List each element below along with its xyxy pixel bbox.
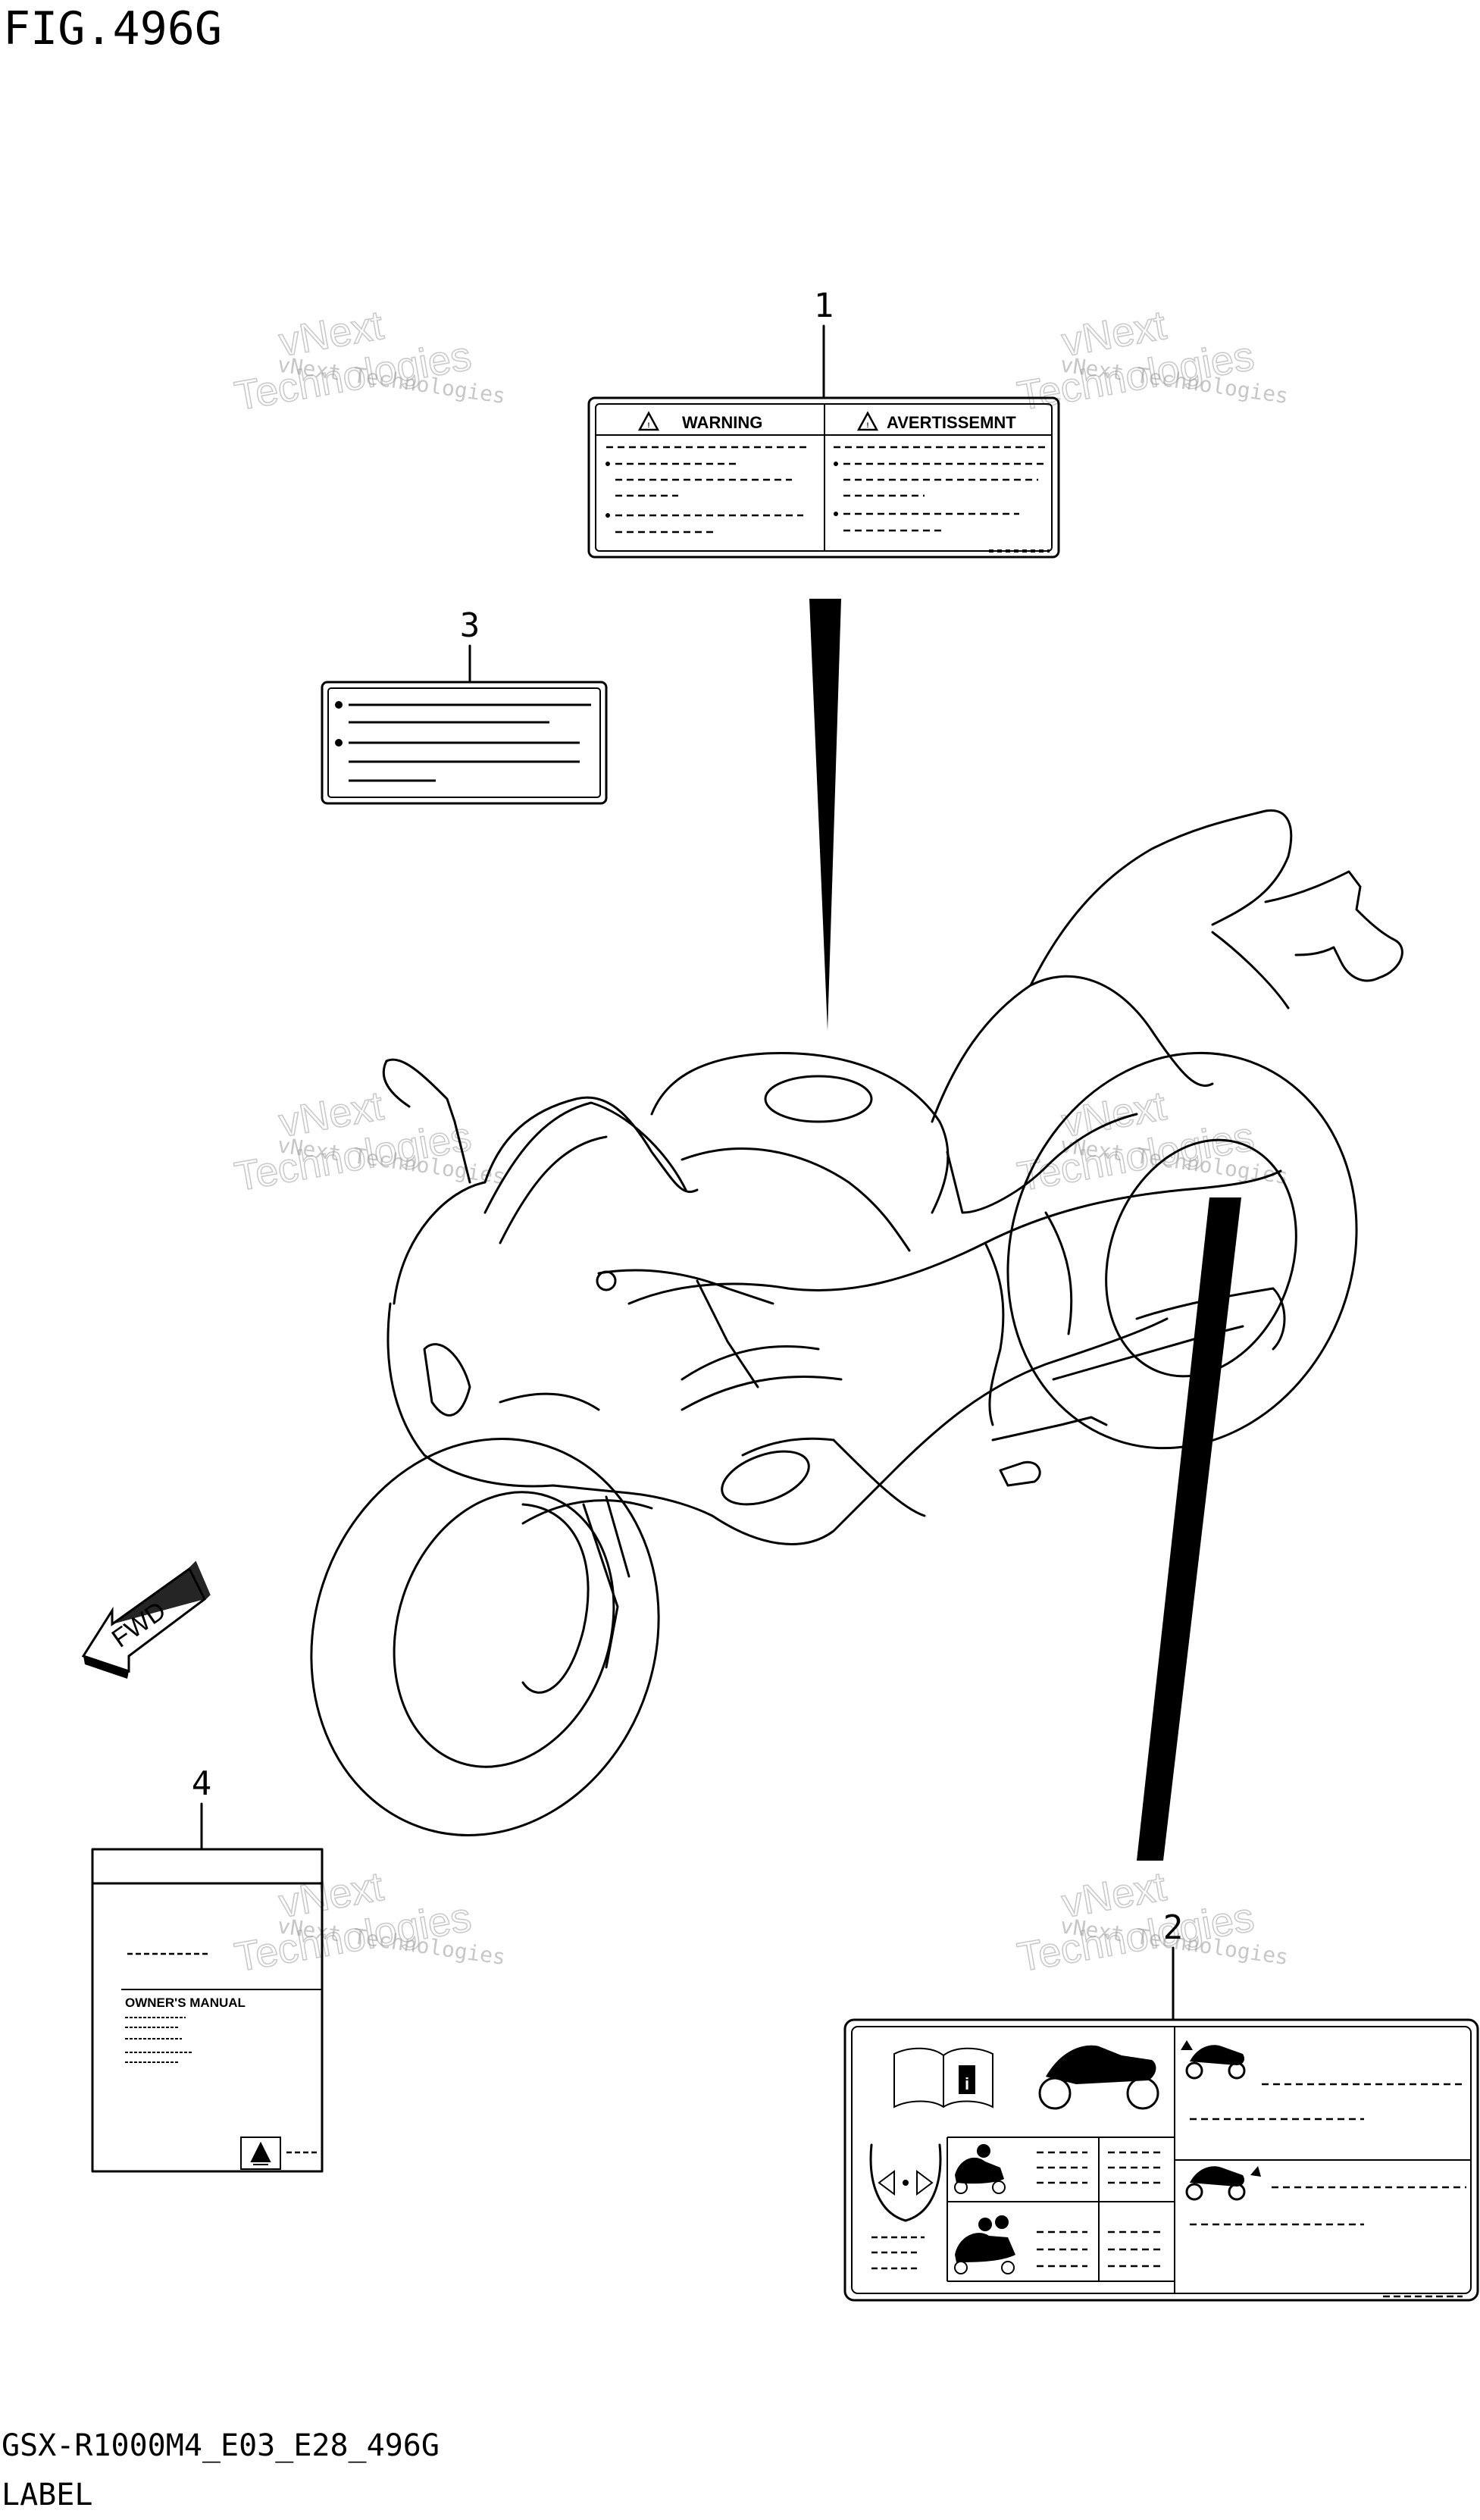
figure-title: FIG.496G xyxy=(3,2,222,55)
warning-heading: WARNING xyxy=(682,413,762,432)
tire-information-label[interactable]: i xyxy=(843,2018,1479,2302)
model-code: GSX-R1000M4_E03_E28_496G xyxy=(2,2428,440,2463)
callout-number-1: 1 xyxy=(814,286,834,325)
callout-number-3: 3 xyxy=(460,606,480,645)
callout-4[interactable]: 4 xyxy=(192,1764,212,1851)
watermark-group: vNext Technologies vNext Technologies vN… xyxy=(230,302,1290,1981)
diagram-caption: LABEL xyxy=(2,2478,92,2512)
warning-label[interactable]: ! WARNING ! AVERTISSEMNT xyxy=(587,396,1060,559)
svg-text:i: i xyxy=(965,2074,969,2093)
tandem-riders-icon xyxy=(954,2215,1015,2274)
leader-wedge-1 xyxy=(809,599,841,1031)
front-tire-motorcycle-icon xyxy=(1181,2040,1246,2080)
warning-triangle-icon xyxy=(856,411,879,431)
avertissement-heading: AVERTISSEMNT xyxy=(887,413,1016,432)
svg-text:!: ! xyxy=(648,421,650,429)
warning-triangle-icon xyxy=(637,411,660,431)
callout-1[interactable]: 1 xyxy=(809,286,841,1031)
callout-number-2: 2 xyxy=(1163,1908,1184,1947)
tire-pressure-icon xyxy=(869,2143,942,2222)
forward-direction-arrow: FWD xyxy=(81,1561,211,1679)
info-label[interactable] xyxy=(321,681,608,805)
brand-logo-icon xyxy=(250,2141,271,2165)
rear-tire-motorcycle-icon xyxy=(1185,2166,1261,2201)
solo-rider-icon xyxy=(954,2144,1006,2194)
owners-manual-icon: i xyxy=(893,2047,993,2108)
motorcycle-illustration xyxy=(310,809,1403,1836)
motorcycle-icon xyxy=(1038,2045,1159,2110)
owners-manual-book[interactable]: OWNER'S MANUAL xyxy=(91,1848,324,2173)
manual-title: OWNER'S MANUAL xyxy=(125,1996,246,2010)
leader-wedge-2 xyxy=(1137,1197,1241,1861)
callout-3[interactable]: 3 xyxy=(460,606,480,684)
svg-text:!: ! xyxy=(867,421,869,429)
callout-2[interactable]: 2 xyxy=(1137,1197,1241,2021)
callout-number-4: 4 xyxy=(192,1764,212,1803)
